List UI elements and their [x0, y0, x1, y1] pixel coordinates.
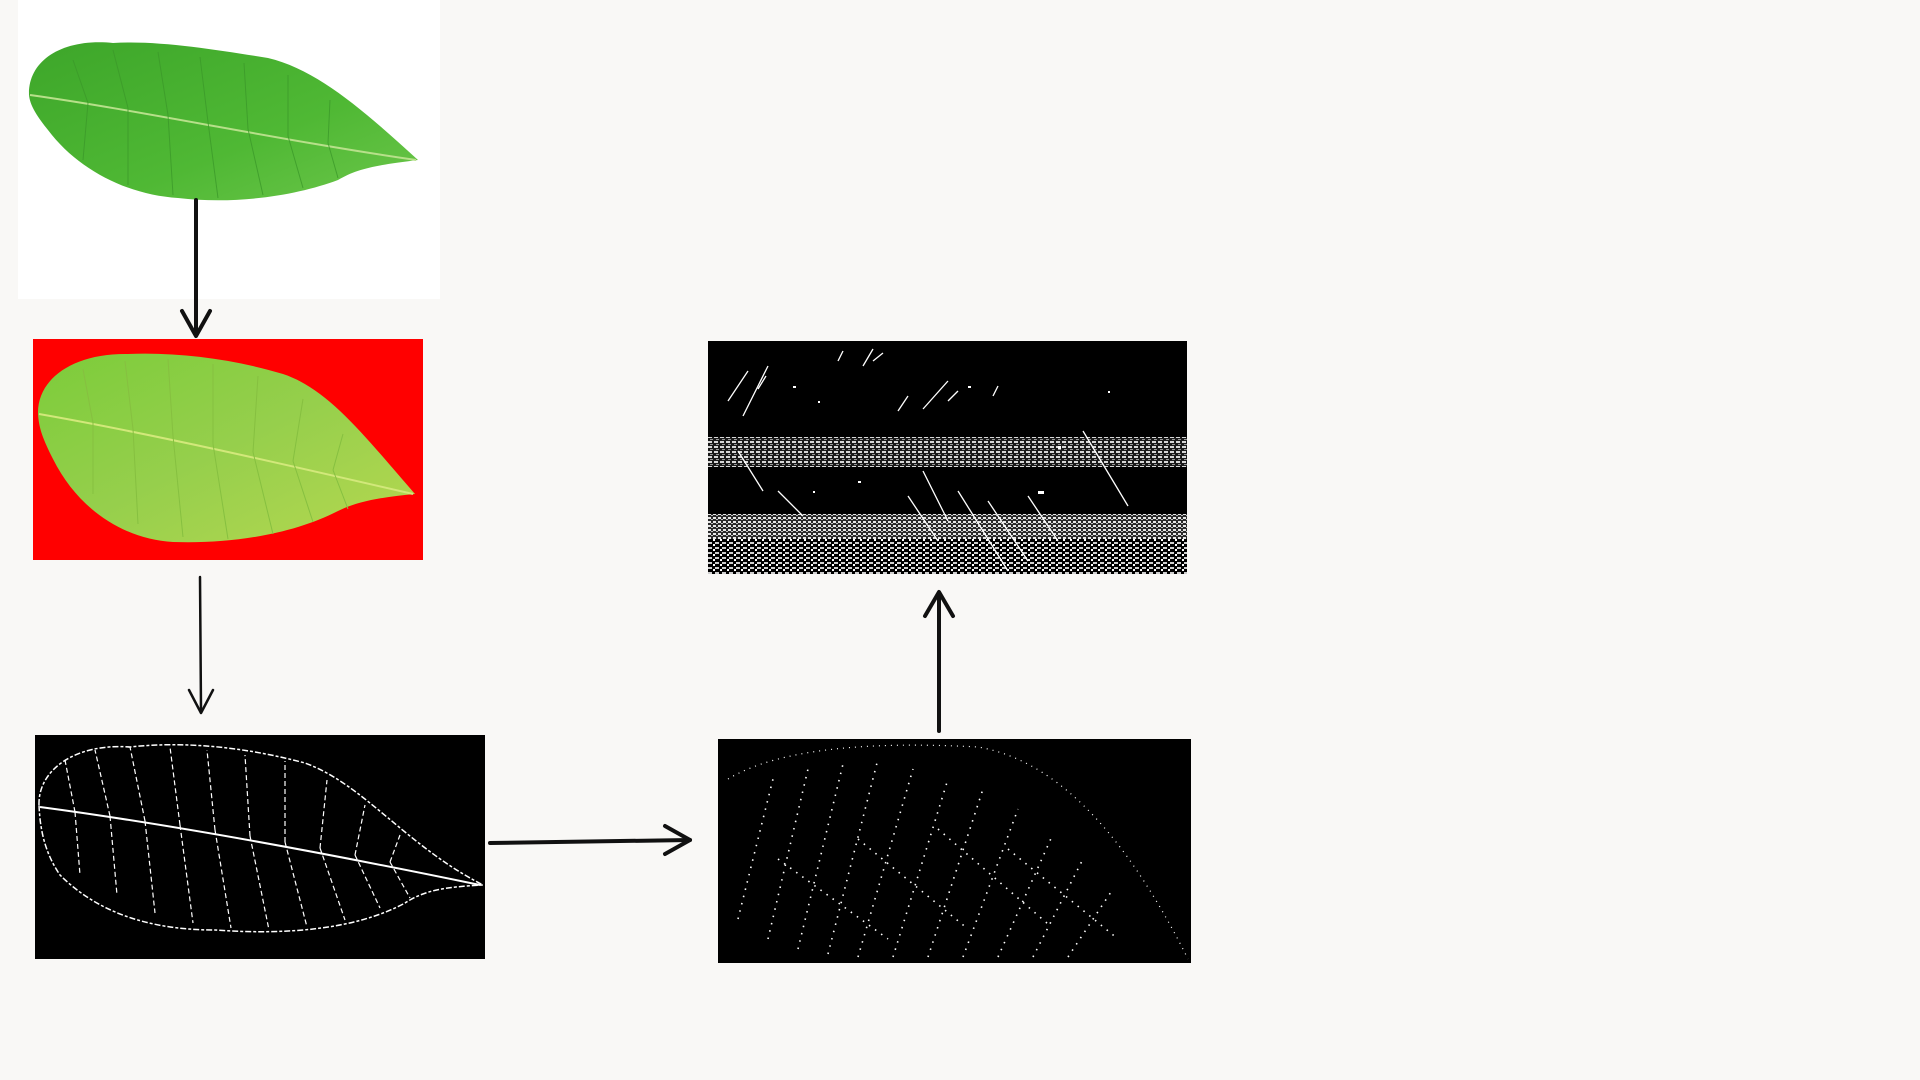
transformed-pattern-strokes: [727, 348, 1129, 572]
segmented-leaf-midrib: [38, 413, 414, 495]
texture-band-middle: [708, 514, 1187, 539]
original-leaf-panel: [18, 0, 440, 299]
transformed-pattern-specks: [793, 386, 1110, 494]
edge-map-veins: [64, 746, 411, 931]
transformed-pattern-panel: [708, 341, 1187, 574]
segmented-leaf-panel: [33, 339, 423, 560]
edge-map-outline: [38, 743, 485, 933]
segmented-leaf-image: [33, 339, 423, 560]
original-leaf-veins: [72, 49, 339, 199]
edge-map-background: [35, 735, 485, 959]
transformed-pattern-image: [708, 341, 1187, 574]
edge-map-panel: [35, 735, 485, 959]
edge-map-image: [35, 735, 485, 959]
edge-map-midrib: [39, 806, 481, 886]
original-leaf-image: [18, 0, 440, 299]
segmented-leaf-veins: [82, 358, 349, 540]
texture-band-upper: [708, 437, 1187, 467]
original-leaf-blade: [28, 42, 418, 201]
segmented-leaf-blade: [37, 353, 416, 543]
original-leaf-midrib: [29, 94, 417, 161]
refined-edges-veins: [737, 758, 1119, 958]
texture-band-lower: [708, 539, 1187, 574]
refined-edges-image: [718, 739, 1191, 963]
refined-edges-background: [718, 739, 1191, 963]
refined-edges-panel: [718, 739, 1191, 963]
